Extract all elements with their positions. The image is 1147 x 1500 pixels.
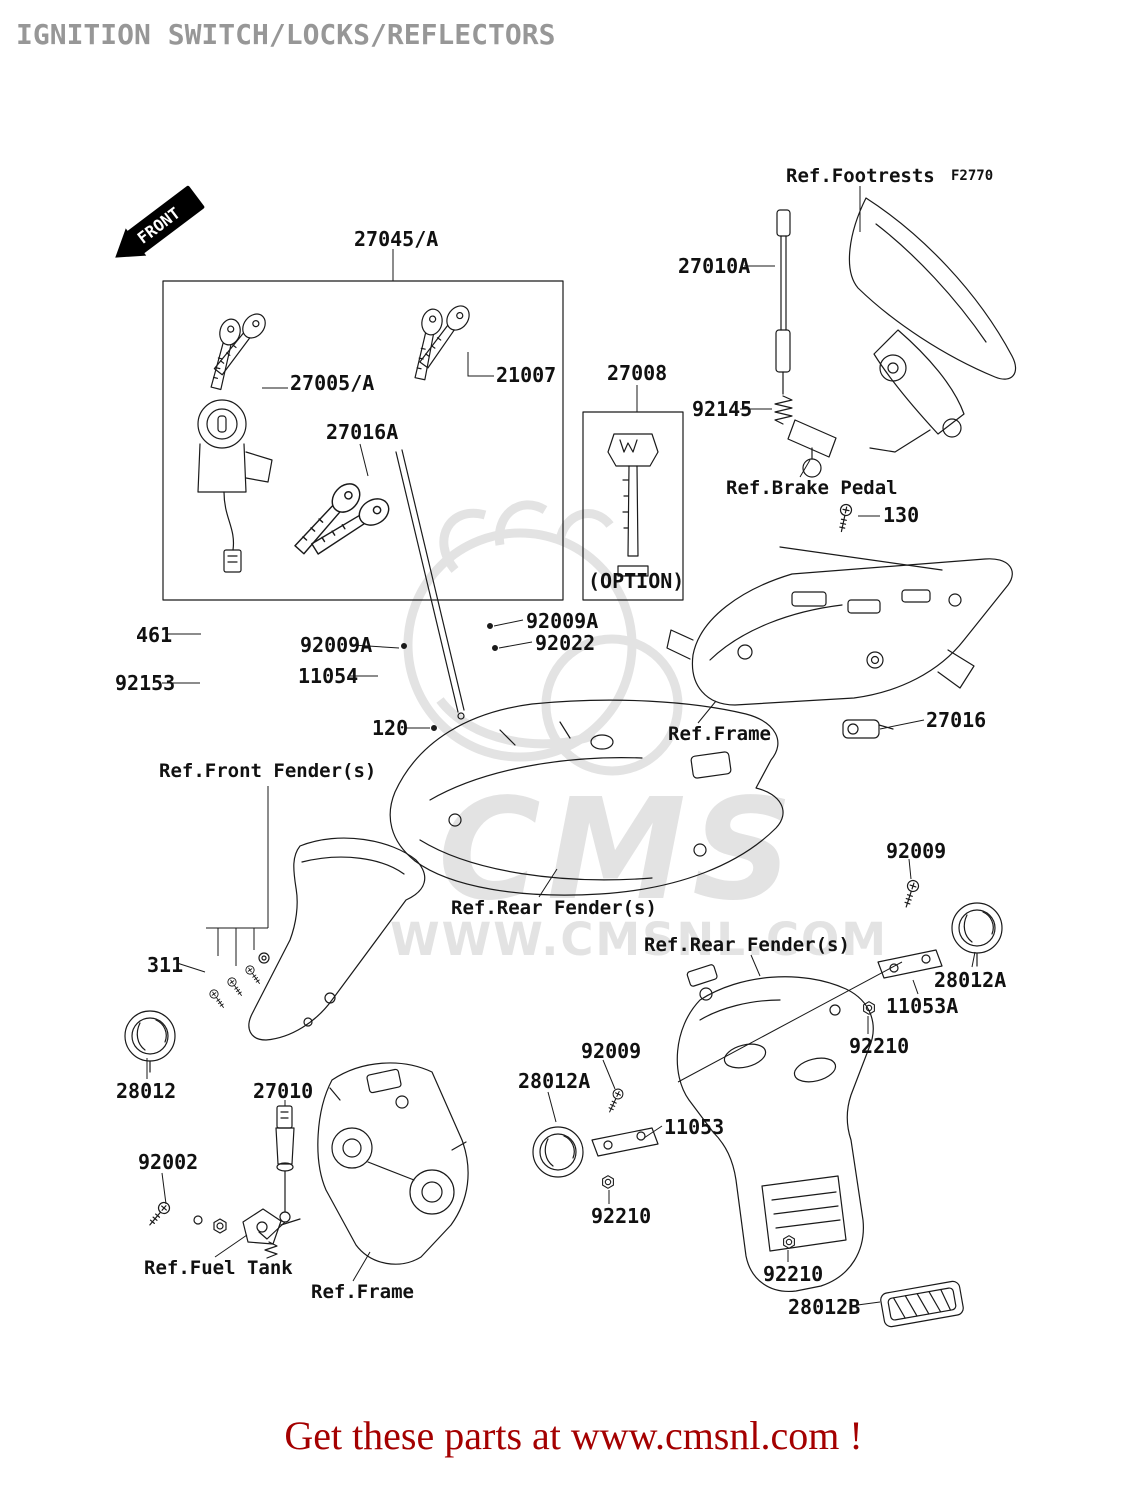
- ref-label-fuel-tank: Ref.Fuel Tank: [144, 1257, 293, 1279]
- seat-lock-27016-art: [842, 719, 894, 739]
- part-label-28012: 28012: [116, 1079, 177, 1103]
- ref-label-brake-pedal: Ref.Brake Pedal: [726, 477, 898, 499]
- cmsnl-watermark: [403, 500, 683, 776]
- bolt-92002-art: [145, 1199, 227, 1234]
- part-label-461: 461: [136, 623, 173, 647]
- page-title: IGNITION SWITCH/LOCKS/REFLECTORS: [16, 18, 556, 51]
- part-label-27010a: 27010A: [678, 254, 751, 278]
- footer-cmsnl-link[interactable]: Get these parts at www.cmsnl.com !: [284, 1413, 863, 1458]
- part-label-92210-2: 92210: [591, 1204, 652, 1228]
- option-label: (OPTION): [588, 569, 685, 593]
- fuel-tank-bracket-art: [242, 1208, 301, 1245]
- part-label-11054: 11054: [298, 664, 359, 688]
- part-label-27016a: 27016A: [326, 420, 399, 444]
- bolt-130-art: [835, 502, 854, 534]
- frame-carrier-art: [666, 546, 1013, 706]
- part-label-11053a: 11053A: [886, 994, 959, 1018]
- option-key-box: [582, 411, 684, 601]
- front-fender-art: [248, 837, 426, 1041]
- part-label-11053: 11053: [664, 1115, 725, 1139]
- part-label-130: 130: [883, 503, 920, 527]
- watermark-site-text: WWW.CMSNL.COM: [390, 913, 888, 966]
- part-label-28012a-1: 28012A: [934, 968, 1007, 992]
- part-label-92210-1: 92210: [849, 1034, 910, 1058]
- leader-lines: [146, 186, 976, 1307]
- brake-light-switch-art: [774, 209, 793, 425]
- part-label-27016: 27016: [926, 708, 987, 732]
- master-key-art: [607, 433, 659, 577]
- ignition-switch-art: [197, 399, 273, 573]
- part-label-92210-3: 92210: [763, 1262, 824, 1286]
- reflector-cluster-center-art: [532, 1086, 659, 1189]
- part-label-92145: 92145: [692, 397, 753, 421]
- key-set-27005-art: [205, 308, 271, 392]
- watermark-logo-text: CMS: [438, 769, 799, 932]
- fiche-code: F2770: [951, 168, 994, 184]
- part-label-27045a: 27045/A: [354, 227, 439, 251]
- ref-label-front-fender: Ref.Front Fender(s): [159, 760, 377, 782]
- key-set-27016a-art: [289, 477, 395, 560]
- part-label-120: 120: [372, 716, 409, 740]
- part-label-28012b: 28012B: [788, 1295, 861, 1319]
- switch-cable-art: [395, 449, 465, 713]
- screw-row-311-art: [207, 952, 270, 1011]
- ref-label-rear-fender-2: Ref.Rear Fender(s): [644, 934, 850, 956]
- ref-label-footrests: Ref.Footrests: [786, 165, 935, 187]
- part-label-92153: 92153: [115, 671, 176, 695]
- part-label-92022: 92022: [535, 631, 596, 655]
- part-label-92009-1: 92009: [886, 839, 947, 863]
- part-label-21007: 21007: [496, 363, 557, 387]
- rear-fender-right-art: [676, 964, 874, 1293]
- ref-label-frame-1: Ref.Frame: [668, 723, 771, 745]
- frame-lower-art: [317, 1062, 469, 1265]
- part-label-27010: 27010: [253, 1079, 314, 1103]
- ref-label-frame-2: Ref.Frame: [311, 1281, 414, 1303]
- part-label-311: 311: [147, 953, 184, 977]
- front-direction-arrow: FRONT: [115, 185, 205, 258]
- part-label-92009a-1: 92009A: [526, 609, 599, 633]
- key-set-21007-art: [409, 301, 475, 382]
- part-label-28012a-2: 28012A: [518, 1069, 591, 1093]
- footrest-bracket-art: [787, 197, 1017, 478]
- diagram-line-art: FRONT: [115, 185, 1017, 1328]
- part-label-27005a: 27005/A: [290, 371, 375, 395]
- part-label-27008: 27008: [607, 361, 668, 385]
- reflector-28012b-art: [880, 1280, 964, 1328]
- ignition-group-box: [162, 280, 564, 601]
- part-label-92002: 92002: [138, 1150, 199, 1174]
- reflector-28012-art: [124, 1010, 176, 1073]
- ref-label-rear-fender-1: Ref.Rear Fender(s): [451, 897, 657, 919]
- part-label-92009-2: 92009: [581, 1039, 642, 1063]
- part-label-92009a-2: 92009A: [300, 633, 373, 657]
- rear-fender-center-art: [389, 699, 784, 896]
